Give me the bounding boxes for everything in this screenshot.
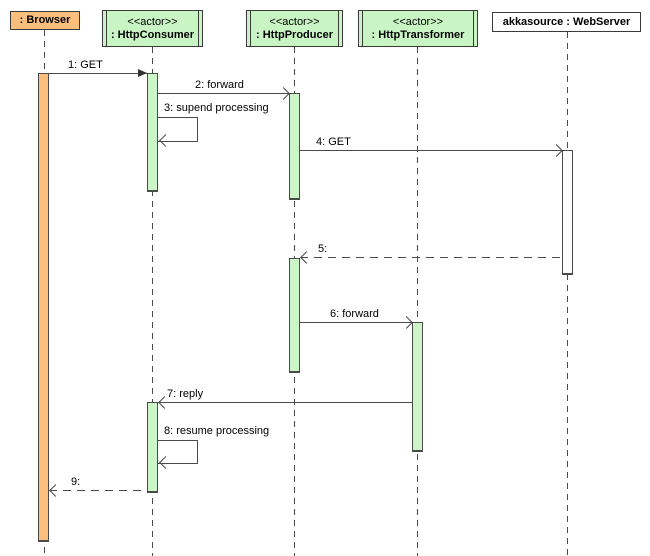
- message-line: [158, 402, 412, 403]
- participant-httpconsumer: <<actor>> : HttpConsumer: [102, 10, 203, 47]
- message-label: 4: GET: [316, 136, 351, 148]
- participant-label: : HttpTransformer: [371, 28, 465, 41]
- activation-browser: [38, 73, 49, 542]
- lifeline-httpconsumer: [152, 47, 153, 556]
- participant-stereotype: <<actor>>: [392, 15, 444, 28]
- message-label: 6: forward: [330, 308, 379, 320]
- lifeline-httptransformer: [417, 47, 418, 556]
- message-line-dashed: [49, 490, 147, 491]
- participant-webserver: akkasource : WebServer: [492, 12, 641, 32]
- message-label: 5:: [318, 243, 328, 255]
- participant-label: akkasource : WebServer: [502, 15, 631, 28]
- message-label: 7: reply: [167, 388, 204, 400]
- participant-browser: : Browser: [10, 11, 80, 30]
- arrowhead-open-right-icon: [400, 316, 413, 329]
- arrowhead-open-right-icon: [550, 144, 563, 157]
- participant-stereotype: <<actor>>: [269, 15, 320, 28]
- message-line-dashed: [300, 257, 562, 258]
- arrowhead-open-right-icon: [277, 87, 290, 100]
- message-label: 8: resume processing: [164, 425, 270, 437]
- participant-label: : HttpConsumer: [110, 28, 195, 41]
- lifeline-webserver: [567, 32, 568, 556]
- participant-label: : Browser: [19, 14, 71, 26]
- activation-httpproducer-2: [289, 258, 300, 373]
- message-label: 3: supend processing: [164, 102, 269, 114]
- message-label: 1: GET: [68, 59, 103, 71]
- participant-httpproducer: <<actor>> : HttpProducer: [246, 10, 343, 47]
- message-line: [300, 150, 562, 151]
- participant-label: : HttpProducer: [256, 28, 333, 41]
- activation-webserver: [562, 150, 573, 275]
- self-message-loop: [158, 440, 198, 464]
- participant-httptransformer: <<actor>> : HttpTransformer: [358, 10, 478, 47]
- activation-httptransformer: [412, 322, 423, 452]
- message-line: [49, 73, 147, 74]
- activation-httpconsumer-1: [147, 73, 158, 192]
- self-message-loop: [158, 117, 198, 142]
- message-line: [300, 322, 412, 323]
- activation-httpconsumer-2: [147, 402, 158, 493]
- participant-stereotype: <<actor>>: [127, 15, 178, 28]
- arrowhead-filled-right-icon: [138, 69, 147, 77]
- message-label: 2: forward: [195, 79, 244, 91]
- activation-httpproducer-1: [289, 93, 300, 200]
- message-label: 9:: [71, 476, 81, 488]
- arrowhead-open-left-icon: [49, 484, 62, 497]
- arrowhead-open-left-icon: [300, 251, 313, 264]
- message-line: [158, 93, 289, 94]
